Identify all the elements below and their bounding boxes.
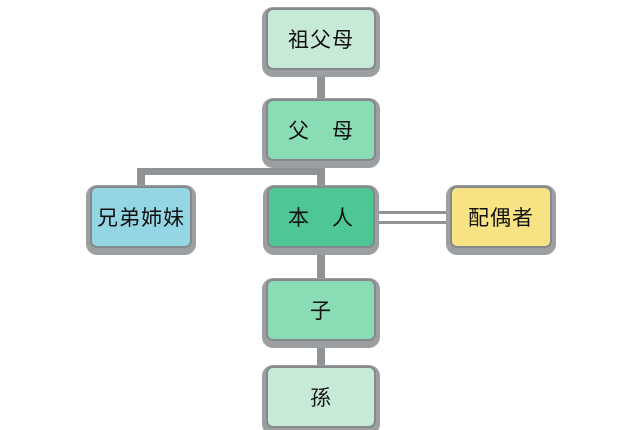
- node-parents: 父 母: [266, 99, 376, 161]
- node-siblings-label: 兄弟姉妹: [97, 206, 185, 230]
- node-parents-label: 父 母: [288, 119, 354, 143]
- node-grandchild-label: 孫: [310, 386, 332, 410]
- edge-self-spouse-double-line: [372, 211, 453, 224]
- node-child: 子: [266, 279, 376, 341]
- edge-parents-siblings-horizontal: [137, 168, 325, 175]
- node-child-label: 子: [310, 299, 332, 323]
- double-line-bottom: [372, 221, 453, 224]
- edge-child-grandchild: [317, 339, 325, 369]
- node-grandchild: 孫: [266, 366, 376, 428]
- double-line-top: [372, 211, 453, 214]
- node-spouse-label: 配偶者: [468, 206, 534, 230]
- node-grandparents: 祖父母: [266, 8, 376, 70]
- node-self: 本 人: [267, 186, 375, 248]
- node-spouse: 配偶者: [450, 186, 552, 248]
- double-line-gap: [372, 214, 453, 221]
- node-self-label: 本 人: [288, 206, 354, 230]
- node-siblings: 兄弟姉妹: [90, 186, 192, 248]
- edge-self-child: [317, 246, 325, 282]
- edge-grandparents-parents: [317, 68, 325, 102]
- node-grandparents-label: 祖父母: [288, 28, 354, 52]
- edge-parents-siblings-stub: [137, 172, 145, 189]
